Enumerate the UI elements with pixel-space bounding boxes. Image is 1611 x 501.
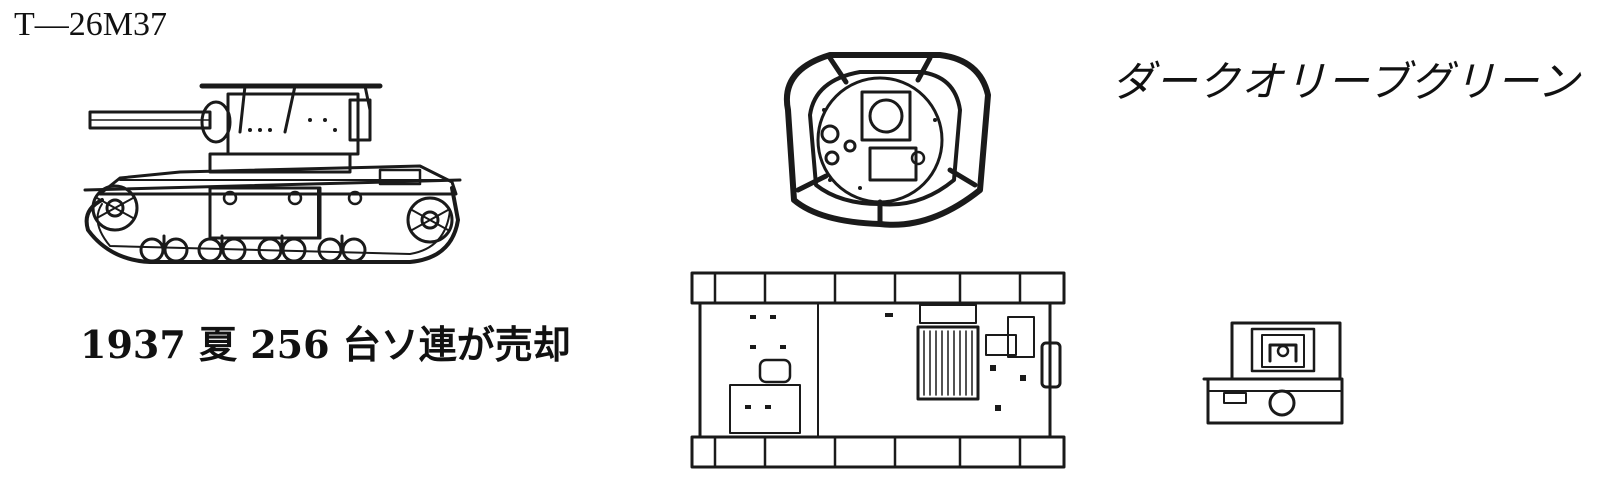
tank-side-view [83, 83, 462, 264]
history-caption: 1937 夏 256 台ソ連が売却 [80, 322, 571, 367]
paint-color-label: ダークオリーブグリーン [1112, 57, 1581, 106]
vehicle-designation: T—26M37 [14, 6, 167, 43]
tank-front-view [783, 52, 991, 228]
tank-rear-view [1202, 321, 1344, 425]
tank-top-view [690, 271, 1066, 469]
